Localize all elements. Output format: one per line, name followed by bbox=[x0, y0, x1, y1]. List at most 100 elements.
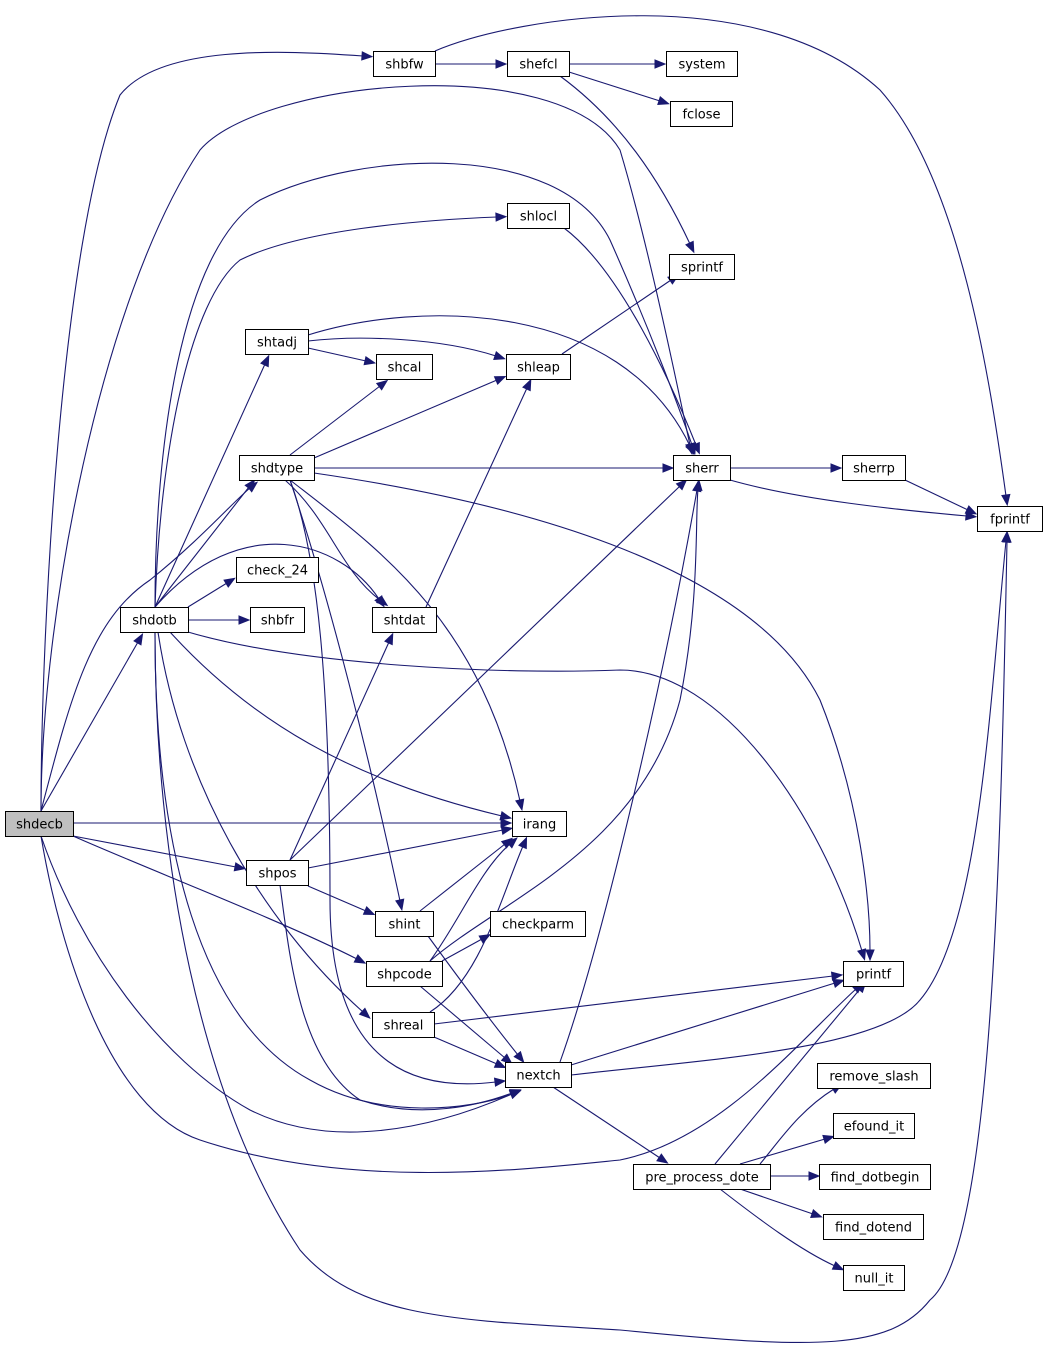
node-shdecb[interactable]: shdecb bbox=[5, 811, 74, 837]
edge-line bbox=[307, 337, 497, 357]
edge-line bbox=[759, 1088, 835, 1165]
node-box bbox=[373, 51, 436, 77]
edge-shdtype-to-shint bbox=[289, 479, 405, 912]
node-efound_it[interactable]: efound_it bbox=[833, 1113, 915, 1139]
edge-line bbox=[429, 488, 699, 962]
edge-arrowhead bbox=[375, 379, 389, 391]
edge-arrowhead bbox=[662, 463, 675, 473]
edge-arrowhead bbox=[500, 825, 514, 835]
node-printf[interactable]: printf bbox=[843, 961, 904, 987]
edge-line bbox=[154, 631, 513, 1109]
node-fprintf[interactable]: fprintf bbox=[977, 506, 1043, 532]
node-box bbox=[239, 455, 315, 481]
edge-line bbox=[561, 279, 672, 355]
node-shtdat[interactable]: shtdat bbox=[372, 607, 437, 633]
node-box bbox=[507, 51, 570, 77]
node-label: find_dotend bbox=[835, 1221, 912, 1236]
node-nextch[interactable]: nextch bbox=[505, 1062, 572, 1088]
edge-line bbox=[289, 479, 521, 802]
edge-line bbox=[289, 479, 401, 902]
edge-line bbox=[570, 540, 1007, 1076]
node-box bbox=[670, 101, 733, 127]
node-fclose[interactable]: fclose bbox=[670, 101, 733, 127]
edge-pre_process_dote-to-find_dotend bbox=[739, 1188, 823, 1218]
edge-arrowhead bbox=[810, 1209, 823, 1218]
edge-arrowhead bbox=[493, 375, 507, 385]
edge-shefcl-to-sprintf bbox=[559, 75, 695, 254]
node-shreal[interactable]: shreal bbox=[372, 1012, 435, 1038]
edge-sherr-to-fprintf bbox=[729, 479, 978, 521]
node-box bbox=[843, 1265, 905, 1291]
edge-arrowhead bbox=[522, 378, 532, 392]
edge-line bbox=[425, 387, 528, 608]
edge-arrowhead bbox=[500, 818, 513, 828]
nodes-layer: shdecb shbfw shefcl system fclose shlocl sprin… bbox=[5, 51, 1043, 1291]
node-label: system bbox=[679, 58, 726, 73]
node-box bbox=[819, 1164, 931, 1190]
node-sprintf[interactable]: sprintf bbox=[669, 254, 735, 280]
node-label: printf bbox=[856, 968, 892, 983]
edge-line bbox=[187, 631, 863, 952]
edge-arrowhead bbox=[515, 798, 525, 812]
node-shefcl[interactable]: shefcl bbox=[507, 51, 570, 77]
node-box bbox=[5, 811, 74, 837]
node-shdotb[interactable]: shdotb bbox=[120, 607, 189, 633]
node-remove_slash[interactable]: remove_slash bbox=[817, 1063, 931, 1089]
edge-arrowhead bbox=[361, 51, 374, 61]
edge-shbfw-to-fprintf bbox=[434, 15, 1011, 507]
node-system[interactable]: system bbox=[666, 51, 738, 77]
node-label: checkparm bbox=[502, 918, 574, 933]
edge-arrowhead bbox=[244, 478, 256, 492]
node-check_24[interactable]: check_24 bbox=[236, 557, 319, 583]
node-find_dotend[interactable]: find_dotend bbox=[823, 1214, 924, 1240]
node-shtadj[interactable]: shtadj bbox=[245, 329, 309, 355]
edge-shpcode-to-sherr bbox=[429, 478, 703, 962]
node-label: shleap bbox=[517, 361, 560, 376]
node-label: shlocl bbox=[520, 210, 557, 225]
edge-line bbox=[72, 835, 237, 868]
node-shbfw[interactable]: shbfw bbox=[373, 51, 436, 77]
edge-shdotb-to-printf bbox=[187, 631, 867, 961]
node-sherr[interactable]: sherr bbox=[673, 455, 731, 481]
node-sherrp[interactable]: sherrp bbox=[842, 455, 906, 481]
node-shcal[interactable]: shcal bbox=[376, 354, 433, 380]
edge-pre_process_dote-to-efound_it bbox=[739, 1134, 835, 1165]
node-null_it[interactable]: null_it bbox=[843, 1265, 905, 1291]
edge-shefcl-to-fclose bbox=[568, 71, 670, 106]
edge-line bbox=[714, 988, 861, 1165]
node-shbfr[interactable]: shbfr bbox=[250, 607, 305, 633]
edge-arrowhead bbox=[233, 862, 247, 872]
node-pre_process_dote[interactable]: pre_process_dote bbox=[633, 1164, 771, 1190]
edge-line bbox=[570, 982, 836, 1066]
node-label: shtdat bbox=[384, 614, 425, 629]
node-label: shtadj bbox=[257, 336, 297, 351]
edge-arrowhead bbox=[808, 1171, 821, 1181]
node-shpos[interactable]: shpos bbox=[246, 860, 309, 886]
edge-arrowhead bbox=[133, 633, 144, 646]
node-shdtype[interactable]: shdtype bbox=[239, 455, 315, 481]
node-shpcode[interactable]: shpcode bbox=[366, 961, 443, 987]
node-shint[interactable]: shint bbox=[375, 911, 434, 937]
edge-arrowhead bbox=[493, 351, 506, 361]
edge-arrowhead bbox=[395, 898, 405, 912]
node-shleap[interactable]: shleap bbox=[506, 354, 571, 380]
edge-shdotb-to-sherr bbox=[154, 162, 696, 608]
edge-arrowhead bbox=[495, 212, 508, 222]
node-irang[interactable]: irang bbox=[512, 811, 567, 837]
node-find_dotbegin[interactable]: find_dotbegin bbox=[819, 1164, 931, 1190]
edge-shdtype-to-shleap bbox=[313, 375, 507, 459]
edge-line bbox=[419, 843, 506, 912]
edge-sherr-to-sherrp bbox=[730, 463, 843, 473]
edge-line bbox=[729, 479, 968, 517]
edge-arrowhead bbox=[685, 240, 695, 254]
edge-arrowhead bbox=[374, 595, 385, 608]
node-label: pre_process_dote bbox=[645, 1171, 759, 1186]
node-shlocl[interactable]: shlocl bbox=[507, 203, 570, 229]
edge-arrowhead bbox=[964, 505, 978, 515]
edge-arrowhead bbox=[654, 59, 667, 69]
node-label: sprintf bbox=[681, 261, 723, 276]
edge-line bbox=[429, 843, 511, 962]
node-checkparm[interactable]: checkparm bbox=[490, 911, 586, 937]
node-label: shbfw bbox=[385, 58, 424, 73]
edge-shtadj-to-shleap bbox=[307, 337, 506, 361]
